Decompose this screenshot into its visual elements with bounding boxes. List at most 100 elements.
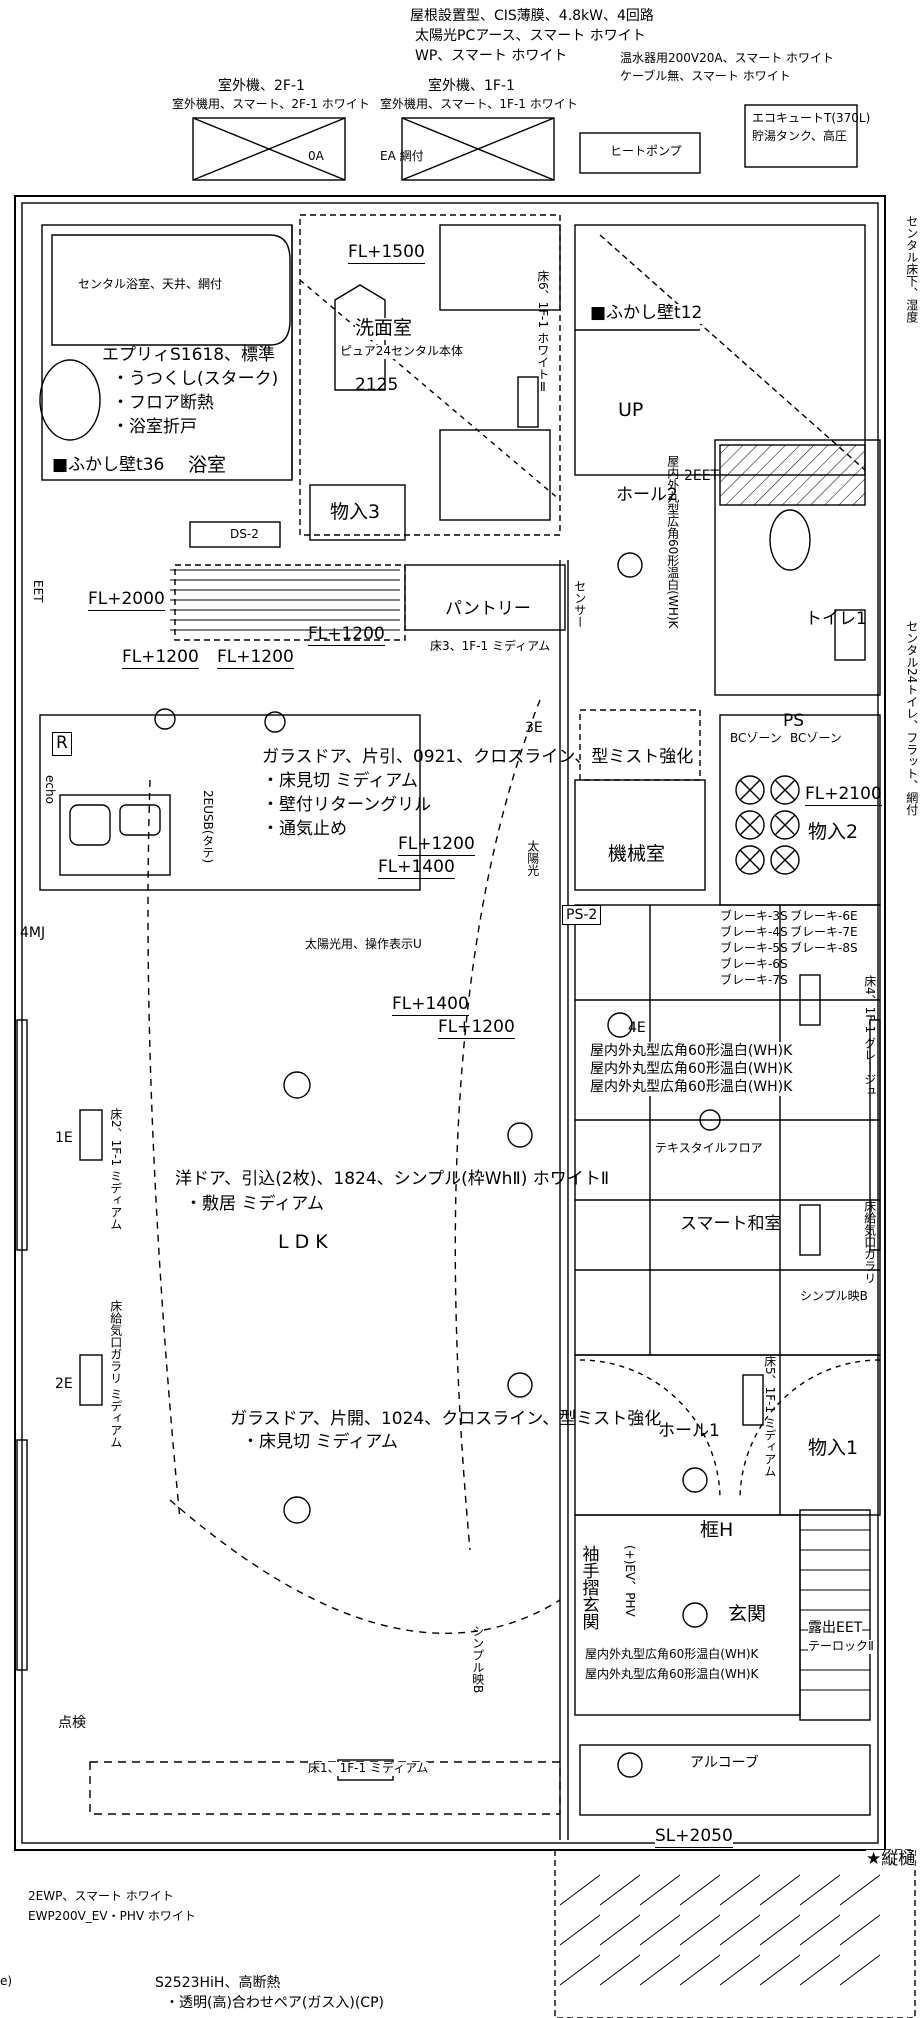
eet-label: EET <box>30 580 45 603</box>
storage3-label: 物入3 <box>330 501 381 523</box>
mj4-label: 4MJ <box>20 925 46 941</box>
heat-pump-box <box>579 132 701 174</box>
toilet1-label: トイレ1 <box>805 609 867 629</box>
inspect-label: 点検 <box>58 1715 86 1731</box>
hall2-light: 屋内外丸型広角60形温白(WH)K <box>665 455 680 629</box>
washroom-label: 洗面室 <box>355 317 413 340</box>
glass-door-spec1: ・床見切 ミディアム <box>262 771 419 791</box>
entrance-light-1: 屋内外丸型広角60形温白(WH)K <box>585 1647 759 1662</box>
outdoor-1f-sub: 室外機用、スマート、1F-1 ホワイト <box>380 97 578 111</box>
e4-label: 4E <box>628 1020 646 1036</box>
sensor-label: センサー <box>572 580 587 628</box>
bath-spec3: ・フロア断熱 <box>112 393 214 413</box>
e1-label: 1E <box>55 1130 73 1146</box>
ecocute-box <box>744 104 858 168</box>
ds2-label: DS-2 <box>230 527 259 541</box>
breaker-item: ブレーキ-6E <box>790 909 858 923</box>
breaker-item: ブレーキ-3S <box>720 909 788 923</box>
storage2-label: 物入2 <box>808 821 859 843</box>
bath-label: 浴室 <box>188 454 227 476</box>
ea-label: EA 網付 <box>380 149 424 163</box>
floor1-label: 床1、1F-1 ミディアム <box>308 1761 429 1776</box>
storage1-label: 物入1 <box>808 1437 859 1459</box>
fl1200-c: FL+1200 <box>308 624 385 646</box>
fl1200-d: FL+1200 <box>398 834 475 856</box>
simple-b2: シンプル映B <box>470 1625 485 1694</box>
up-label: UP <box>618 399 644 421</box>
outdoor-2f-sub: 室外機用、スマート、2F-1 ホワイト <box>172 97 370 111</box>
breaker-item: ブレーキ-6S <box>720 957 788 971</box>
fl1200-b: FL+1200 <box>217 647 294 669</box>
outer-wall <box>14 195 886 1851</box>
side-note: センタル床下、湿度 <box>904 215 919 323</box>
western-door-spec: 洋ドア、引込(2枚)、1824、シンプル(枠WhⅡ) ホワイトⅡ <box>175 1169 610 1189</box>
stair-wall: ■ふかし壁t12 <box>590 303 703 324</box>
floor-vent-ldk: 床給気口ガラリ ミディアム <box>108 1300 123 1448</box>
genkan-shelf: 袖手摺玄関 <box>578 1545 599 1630</box>
ewp-line2: EWP200V_EV・PHV ホワイト <box>28 1909 196 1923</box>
ceiling-light: 屋内外丸型広角60形温白(WH)K <box>590 1061 793 1077</box>
eet2-label: 2EET <box>684 468 720 484</box>
bc-zone1: BCゾーン <box>730 731 782 745</box>
bath-title: センタル浴室、天井、網付 <box>78 277 223 291</box>
frame-h: 框H <box>700 1519 734 1541</box>
ceiling-light-list: 屋内外丸型広角60形温白(WH)K 屋内外丸型広角60形温白(WH)K 屋内外丸… <box>590 1042 793 1096</box>
heat-pump-label: ヒートポンプ <box>610 144 682 158</box>
floor6-label: 床6、1F-1 ホワイトⅡ <box>535 270 550 394</box>
glass-door2-spec: ガラスドア、片開、1024、クロスライン、型ミスト強化 <box>230 1409 662 1429</box>
floor4-label: 床4、1F-1 グレージュ <box>862 975 877 1097</box>
kitchen-r: R <box>52 732 72 756</box>
breaker-item: ブレーキ-5S <box>720 941 788 955</box>
mech-room-label: 機械室 <box>608 843 666 865</box>
e2-label: 2E <box>55 1376 73 1392</box>
sl2050: SL+2050 <box>655 1826 733 1848</box>
solar-spec-line2: 太陽光PCアース、スマート ホワイト <box>415 28 646 44</box>
floor2-label: 床2、1F-1 ミディアム <box>108 1108 123 1230</box>
outdoor-1f-title: 室外機、1F-1 <box>428 78 515 94</box>
fl2100: FL+2100 <box>805 784 882 806</box>
washitsu-vent: 床給気口ガラリ <box>862 1200 877 1284</box>
glass-door2-spec1: ・床見切 ミディアム <box>242 1432 399 1452</box>
glass-door-spec3: ・通気止め <box>262 819 347 839</box>
bath-spec4: ・浴室折戸 <box>112 417 197 437</box>
bath-spec1: エプリィS1618、標準 <box>102 345 276 365</box>
bath-wall: ■ふかし壁t36 <box>52 455 165 475</box>
ps-label: PS <box>783 711 805 731</box>
solar-display: 太陽光 <box>525 840 540 876</box>
ceiling-light: 屋内外丸型広角60形温白(WH)K <box>590 1079 793 1095</box>
toilet-note: センタル24トイレ、フラット、網付 <box>904 620 919 816</box>
glass-door-spec: ガラスドア、片引、0921、クロスライン、型ミスト強化 <box>262 747 694 767</box>
solar-spec-line3: WP、スマート ホワイト <box>415 48 568 64</box>
glass-door-spec2: ・壁付リターングリル <box>262 795 432 815</box>
left-edge-mark: e) <box>0 1974 13 1988</box>
ewp-line1: 2EWP、スマート ホワイト <box>28 1889 174 1903</box>
outdoor-unit-2f <box>192 117 346 181</box>
breaker-item: ブレーキ-7S <box>720 973 788 987</box>
breaker-item: ブレーキ-7E <box>790 925 858 939</box>
bc-zone2: BCゾーン <box>790 731 842 745</box>
entrance-light-2: 屋内外丸型広角60形温白(WH)K <box>585 1667 759 1682</box>
simple-b: シンプル映B <box>800 1289 868 1303</box>
breaker-list-right: ブレーキ-6E ブレーキ-7E ブレーキ-8S <box>790 908 858 956</box>
textile-label: テキスタイルフロア <box>655 1141 763 1155</box>
solar-ctrl: 太陽光用、操作表示U <box>305 937 422 951</box>
hall1-label: ホール1 <box>658 1421 720 1441</box>
pantry-label: パントリー <box>445 599 531 619</box>
floor3-label: 床3、1F-1 ミディアム <box>430 639 551 653</box>
window-spec1: S2523HiH、高断熱 <box>155 1975 281 1991</box>
fl1200-a: FL+1200 <box>122 647 199 669</box>
hall2-label: ホール2 <box>616 485 678 505</box>
solar-spec-line1: 屋根設置型、CIS薄膜、4.8kW、4回路 <box>410 8 654 24</box>
water-heater-line2: ケーブル無、スマート ホワイト <box>620 69 791 83</box>
washroom-unit: ピュア24センタル本体 <box>340 344 464 359</box>
outdoor-unit-1f <box>401 117 555 181</box>
washitsu-label: スマート和室 <box>680 1214 782 1234</box>
ceiling-light: 屋内外丸型広角60形温白(WH)K <box>590 1043 793 1059</box>
exposed-eet: 露出EET <box>808 1620 863 1637</box>
floor5-label: 床5、1F-1 ミディアム <box>762 1355 777 1477</box>
downspout-label: ★縦樋 <box>866 1849 916 1870</box>
alcove-label: アルコーブ <box>690 1755 759 1772</box>
e3-label: 3E <box>525 720 543 736</box>
fl1400-b: FL+1400 <box>392 994 469 1016</box>
